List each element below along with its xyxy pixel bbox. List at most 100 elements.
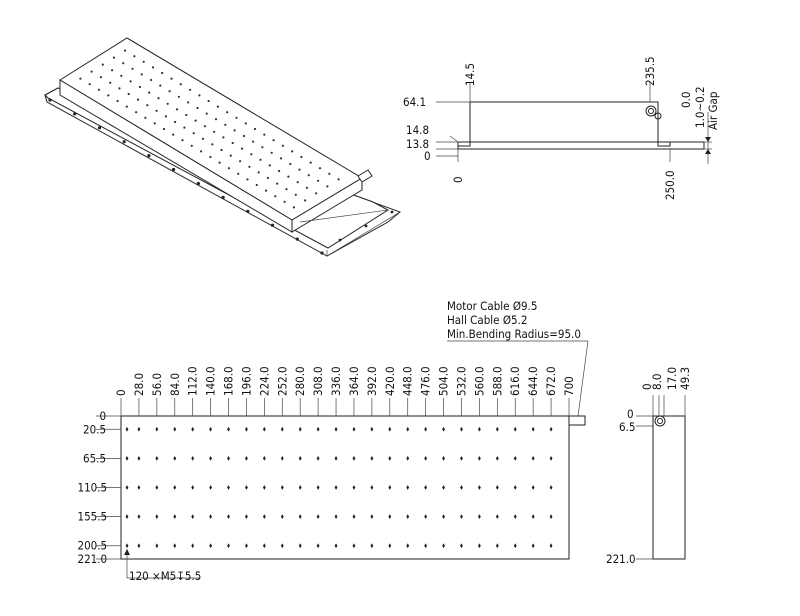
mounting-hole [424,543,428,549]
side-top-label-1: 235.5 [643,56,657,86]
mounting-hole [370,514,374,520]
mounting-hole [424,514,428,520]
mounting-hole [334,426,338,432]
side-bottom-label-1: 250.0 [663,170,677,200]
iso-hole [120,74,123,77]
mounting-hole [262,485,266,490]
iso-base-hole [320,251,324,255]
x-label: 308.0 [311,366,325,396]
mounting-hole [549,485,553,490]
mounting-hole [531,514,535,520]
iso-hole [189,88,192,91]
iso-hole [272,139,275,142]
mounting-hole [478,514,481,520]
iso-top-holes [79,49,340,209]
mounting-hole [262,543,266,549]
iso-hole [250,153,253,156]
side-left-label-3: 0 [424,149,431,163]
iso-hole [162,127,166,131]
iso-hole [307,174,310,177]
x-label: 168.0 [222,366,236,396]
iso-hole [190,144,193,147]
iso-hole [318,167,322,170]
y-label: 200.5 [78,539,108,553]
mounting-hole [280,426,284,432]
iso-hole [259,158,262,161]
iso-base-holes [48,98,394,255]
mounting-hole [549,514,553,520]
iso-hole [213,130,216,133]
mounting-hole [316,455,320,461]
iso-hole [218,161,221,164]
mounting-hole [513,426,517,432]
x-label: 336.0 [329,366,343,396]
mounting-hole [460,426,463,432]
mounting-hole [334,514,338,520]
mounting-hole [173,426,177,432]
iso-hole [220,148,223,152]
iso-hole [285,188,288,191]
mounting-hole [125,426,129,432]
mounting-hole [334,543,338,549]
mounting-hole [495,485,499,490]
iso-cable-stub [357,169,373,183]
iso-hole [264,189,268,192]
mounting-hole [125,485,129,490]
iso-hole [112,56,115,59]
end-left-label-0: 0 [627,407,634,421]
mounting-hole [549,455,553,461]
iso-hole [233,129,236,132]
mounting-hole [209,426,212,432]
mounting-hole [280,455,284,461]
iso-base-hole [122,140,126,144]
iso-hole [183,126,186,129]
top-view-cable [568,415,586,426]
mounting-hole [262,455,266,461]
mounting-hole [424,426,428,432]
iso-hole [257,171,260,174]
iso-hole [211,143,214,146]
mounting-hole [137,426,141,432]
mounting-hole [245,455,248,461]
mounting-hole [191,426,195,432]
mounting-hole [173,455,177,461]
mounting-hole [442,455,445,461]
mounting-hole [495,426,499,432]
mounting-hole [478,426,481,432]
mounting-hole [137,514,141,520]
mounting-hole [406,485,410,490]
mounting-hole [388,455,392,461]
iso-hole [170,77,173,80]
mounting-hole [316,426,320,432]
iso-base-hole [147,154,151,158]
mounting-hole [442,426,445,432]
mounting-hole [460,455,463,461]
mounting-hole [227,455,230,461]
iso-hole [140,73,143,76]
cable-note-line-0: Motor Cable Ø9.5 [447,299,537,313]
iso-hole [99,76,102,79]
iso-hole [291,150,294,153]
iso-hole [194,119,197,122]
mounting-hole [280,485,284,490]
mounting-hole [227,514,230,520]
mounting-hole [209,514,212,520]
mounting-hole [155,543,159,549]
side-left-label-1: 14.8 [406,123,429,137]
end-top-label-3: 49.3 [678,367,692,390]
top-holes [125,426,553,549]
x-label: 672.0 [544,366,558,396]
iso-hole [148,91,151,94]
mounting-hole [388,543,392,549]
iso-hole [88,83,91,86]
mounting-hole [531,455,535,461]
iso-hole [155,109,158,112]
mounting-hole [191,485,195,490]
mounting-hole [549,543,553,549]
x-label: 392.0 [365,366,379,396]
iso-hole [174,120,177,124]
iso-hole [124,49,127,52]
mounting-hole [352,426,356,432]
mounting-hole [316,485,320,490]
